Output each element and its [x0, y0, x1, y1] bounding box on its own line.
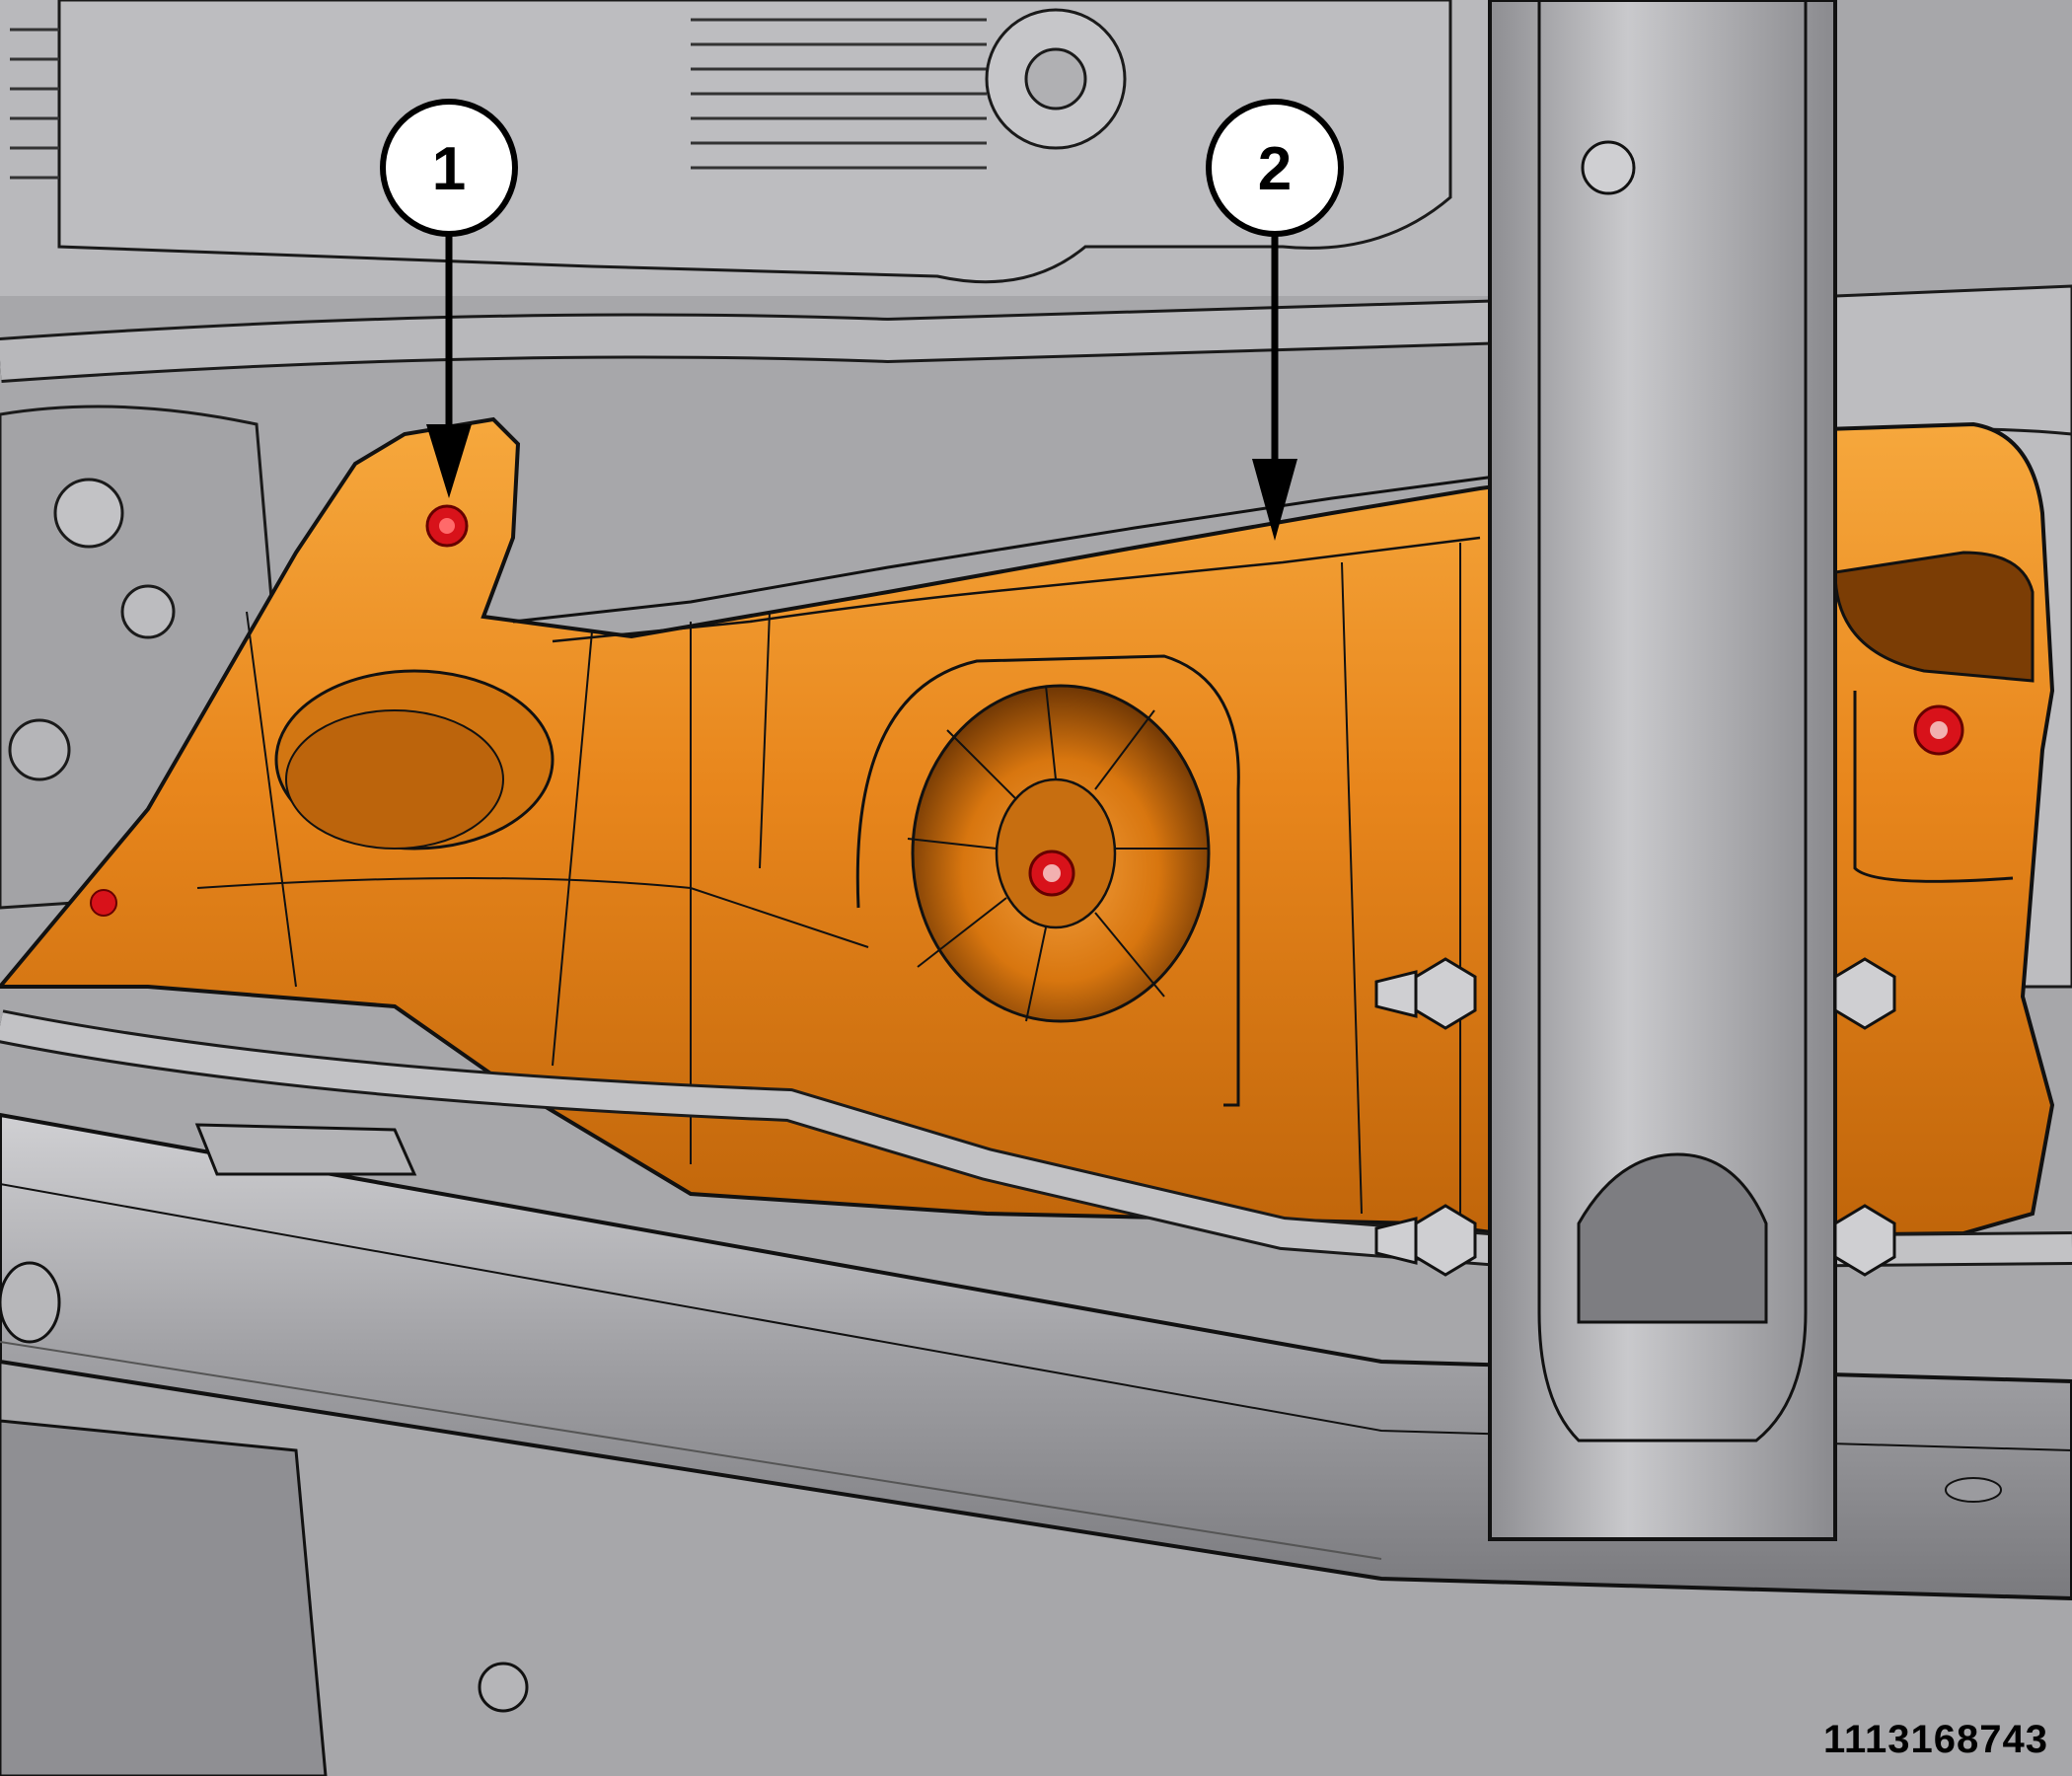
arrow-down-icon	[1252, 459, 1297, 541]
fastener-callout-1	[425, 504, 469, 548]
callout-2-marker: 2	[1206, 99, 1344, 541]
lower-tubes	[0, 1009, 2072, 1271]
arrow-down-icon	[426, 424, 472, 498]
callout-1-label: 1	[432, 135, 466, 203]
frame-bracket	[1374, 0, 1896, 1541]
fastener-right	[1913, 704, 1964, 756]
fastener-left	[90, 889, 117, 917]
callout-2-label: 2	[1258, 135, 1292, 203]
figure-id: 1113168743	[1822, 1718, 2048, 1761]
callout-1-marker: 1	[380, 99, 518, 498]
fastener-center	[1028, 850, 1075, 897]
